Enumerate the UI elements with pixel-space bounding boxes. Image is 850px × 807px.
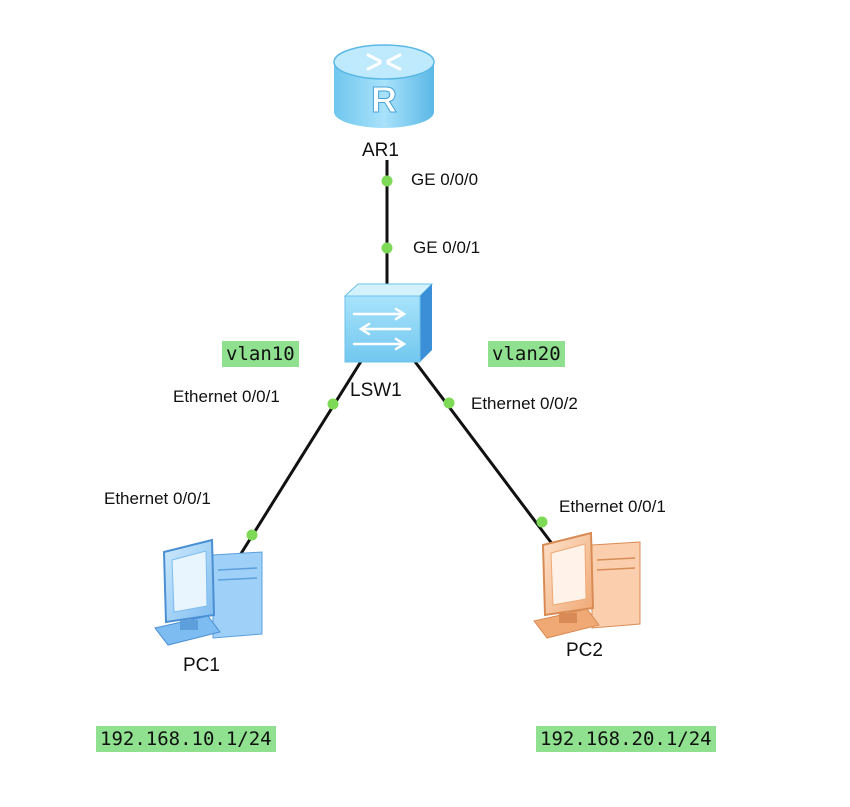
port-label-lsw1-eth001: Ethernet 0/0/1 bbox=[173, 387, 280, 406]
pc1-ip-tag: 192.168.10.1/24 bbox=[96, 726, 276, 752]
port-dot-lsw1-eth002[interactable] bbox=[443, 397, 455, 409]
switch-icon[interactable] bbox=[343, 283, 434, 363]
router-label: AR1 bbox=[362, 140, 399, 161]
router-icon[interactable]: R bbox=[333, 44, 435, 128]
port-label-lsw1-eth002: Ethernet 0/0/2 bbox=[471, 394, 578, 413]
link-lsw1-pc1[interactable] bbox=[235, 354, 367, 561]
link-lsw1-pc2[interactable] bbox=[408, 354, 555, 546]
port-label-pc1-eth001: Ethernet 0/0/1 bbox=[104, 489, 211, 508]
svg-text:R: R bbox=[371, 79, 397, 120]
pc2-label: PC2 bbox=[566, 640, 603, 661]
switch-label: LSW1 bbox=[350, 380, 402, 401]
pc1-label: PC1 bbox=[183, 655, 220, 676]
port-dot-ar1-ge000[interactable] bbox=[381, 175, 393, 187]
vlan20-tag: vlan20 bbox=[488, 341, 565, 367]
port-label-pc2-eth001: Ethernet 0/0/1 bbox=[559, 497, 666, 516]
port-label-ar1-ge000: GE 0/0/0 bbox=[411, 170, 479, 189]
pc1-icon[interactable] bbox=[154, 538, 263, 646]
port-dot-pc1-eth001[interactable] bbox=[246, 529, 258, 541]
port-label-lsw1-ge001: GE 0/0/1 bbox=[413, 238, 481, 257]
port-dot-lsw1-eth001[interactable] bbox=[327, 398, 339, 410]
vlan10-tag: vlan10 bbox=[222, 341, 299, 367]
port-dots bbox=[246, 175, 548, 541]
pc2-ip-tag: 192.168.20.1/24 bbox=[536, 726, 716, 752]
port-dot-lsw1-ge001[interactable] bbox=[381, 242, 393, 254]
port-dot-pc2-eth001[interactable] bbox=[536, 516, 548, 528]
pc2-icon[interactable] bbox=[533, 531, 641, 639]
